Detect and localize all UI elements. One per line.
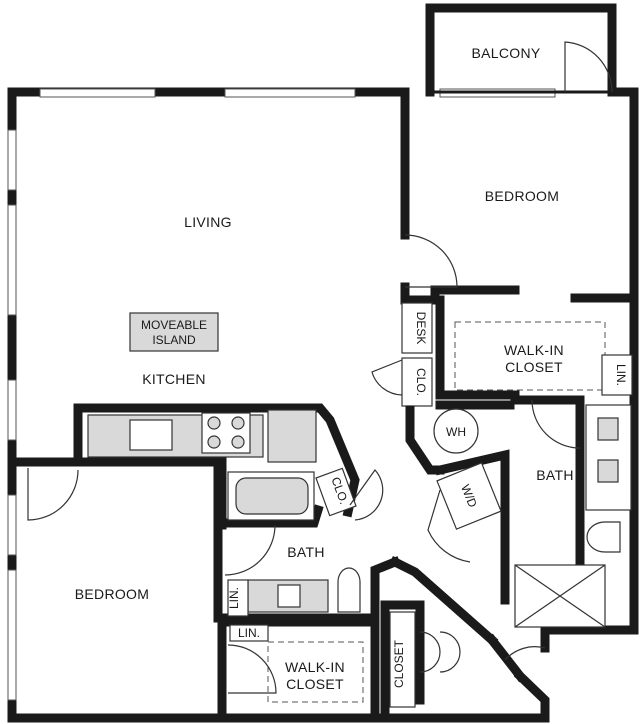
label-clo-upper: CLO.: [414, 368, 428, 396]
walkin-second-dash: [267, 641, 364, 703]
walkin-second-door: [227, 644, 277, 694]
lin-second-b-box: [229, 624, 269, 642]
clo-lower-box: [315, 467, 357, 517]
label-kitchen: KITCHEN: [142, 371, 206, 387]
closet-door: [419, 631, 461, 673]
clo-lower-door: [349, 469, 384, 521]
balcony-wall: [428, 90, 612, 94]
moveable-island: [129, 312, 219, 352]
label-living: LIVING: [184, 214, 232, 230]
refrigerator: [267, 409, 317, 463]
lin-main-box: [601, 354, 633, 396]
label-balcony: BALCONY: [471, 45, 540, 61]
range-burner: [207, 435, 221, 449]
closet-box: [389, 611, 416, 708]
second-bath-toilet: [337, 567, 361, 613]
interior-wall-1: [400, 87, 639, 305]
window-left-5: [7, 569, 17, 701]
second-bedroom-wall: [7, 457, 380, 723]
closet-wall: [380, 600, 425, 723]
bedroom-door: [404, 234, 458, 288]
label-closet: CLOSET: [392, 639, 406, 688]
second-bath-door: [224, 524, 276, 576]
label-desk: DESK: [414, 312, 428, 345]
outer-wall: [7, 3, 639, 723]
second-bedroom-door: [27, 468, 79, 521]
label-wh: WH: [446, 425, 466, 439]
window-left-3: [7, 379, 17, 441]
label-bedroom-main: BEDROOM: [485, 188, 559, 204]
window-top-2: [224, 88, 356, 98]
label-bath-main: BATH: [536, 467, 574, 483]
desk-box: [401, 302, 433, 354]
window-left-1: [7, 129, 17, 191]
label-walkin-second-2: CLOSET: [286, 676, 344, 692]
second-bath-sink: [277, 584, 301, 608]
range-burner: [231, 435, 245, 449]
label-lin-second-a: LIN.: [227, 587, 241, 609]
clo-door: [371, 359, 403, 396]
main-bath-toilet: [586, 521, 621, 553]
label-bedroom-second: BEDROOM: [75, 586, 149, 602]
hall-wall: [388, 555, 499, 647]
kitchen-sink: [129, 419, 173, 451]
clo-box: [401, 357, 433, 407]
label-bath-second: BATH: [287, 544, 325, 560]
walkin-main-wall: [435, 295, 585, 635]
main-bath-sink-2: [597, 459, 619, 483]
main-bath-door: [531, 399, 581, 449]
label-walkin-second-1: WALK-IN: [285, 659, 345, 675]
water-heater: [433, 408, 479, 454]
label-lin-main: LIN.: [614, 364, 628, 386]
main-bath-shower-x: [514, 564, 606, 628]
bathtub-inner: [235, 477, 309, 515]
label-walkin-main-2: CLOSET: [505, 359, 563, 375]
balcony-door: [564, 41, 613, 93]
range-burner: [207, 416, 221, 430]
entry-door: [504, 646, 546, 661]
label-island-1: MOVEABLE: [141, 318, 207, 332]
window-top-1: [39, 88, 156, 98]
label-lin-second-b: LIN.: [238, 626, 260, 640]
main-bath-sink-1: [597, 417, 619, 441]
range-burner: [231, 416, 245, 430]
wd-door: [427, 489, 471, 563]
lin-second-a-box: [227, 579, 249, 617]
washer-dryer: [436, 462, 502, 530]
label-walkin-main-1: WALK-IN: [504, 342, 564, 358]
utility-wall: [405, 400, 515, 605]
label-island-2: ISLAND: [152, 333, 196, 347]
window-left-2: [7, 204, 17, 316]
window-left-4: [7, 494, 17, 556]
